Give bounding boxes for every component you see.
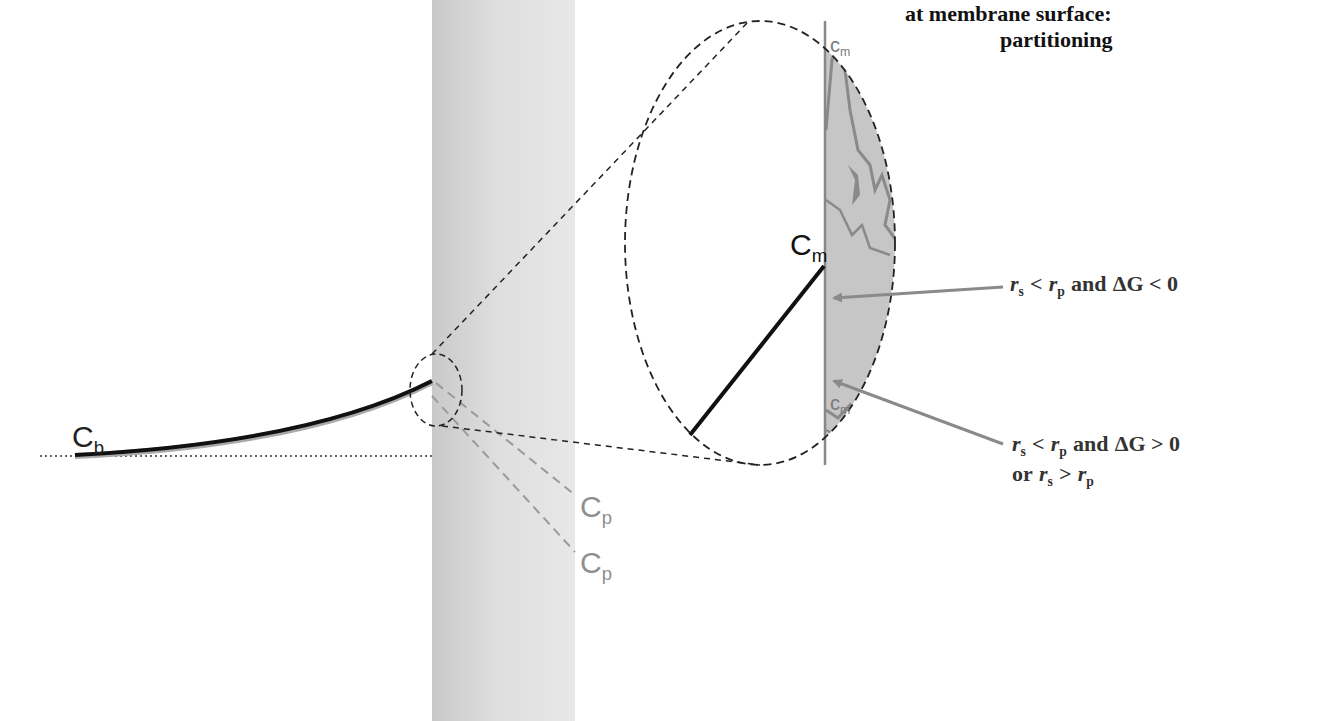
condition-text: ΔG > 0 — [1115, 431, 1180, 456]
heading-group: partitioning — [1000, 28, 1112, 52]
zoom-line — [432, 22, 748, 354]
heading: partitioning — [1000, 27, 1112, 52]
condition-text: < — [1030, 271, 1043, 296]
pointer-arrow — [834, 287, 1003, 298]
condition-text: > — [1059, 461, 1072, 486]
condition-text: r — [1012, 431, 1021, 456]
condition-text: < — [1032, 431, 1045, 456]
permeate-concentration: p — [602, 507, 612, 528]
condition-text: ΔG < 0 — [1113, 271, 1178, 296]
curve-shadow — [75, 382, 432, 456]
condition-text: and — [1073, 431, 1108, 456]
membrane-concentration-group: Cm — [790, 228, 827, 266]
permeate-concentration: C — [580, 490, 602, 523]
pointer-arrow — [834, 381, 1003, 444]
condition-text: p — [1059, 444, 1067, 459]
heading: at membrane surface: — [905, 1, 1112, 26]
local-concentration: m — [840, 45, 850, 59]
bulk-concentration: C — [72, 420, 94, 453]
membrane-concentration: C — [790, 228, 812, 261]
condition-text: s — [1021, 444, 1026, 459]
condition-text: r — [1039, 461, 1048, 486]
condition-text: r — [1078, 461, 1087, 486]
heading-group: at membrane surface: — [905, 2, 1112, 26]
permeate-concentration-group: Cp — [580, 546, 612, 584]
membrane-surface — [824, 21, 827, 465]
local-concentration-group: cm — [830, 34, 850, 60]
condition-text: p — [1057, 284, 1065, 299]
condition-text: r — [1010, 271, 1019, 296]
concentration-curve — [75, 381, 432, 455]
bulk-concentration: b — [94, 437, 104, 458]
zoom-line — [442, 426, 760, 465]
condition-text-group: rs<rpandΔG < 0 — [1010, 272, 1178, 299]
permeate-concentration: p — [602, 563, 612, 584]
condition-text-group: orrs>rp — [1012, 462, 1094, 489]
permeate-concentration-group: Cp — [580, 490, 612, 528]
condition-text-group: rs<rpandΔG > 0 — [1012, 432, 1180, 459]
local-concentration-group: cm — [830, 392, 850, 418]
condition-text: or — [1012, 461, 1033, 486]
local-concentration: m — [840, 403, 850, 417]
zoom-circle-small — [410, 354, 462, 426]
condition-text: r — [1049, 271, 1058, 296]
membrane-concentration: m — [812, 245, 828, 266]
condition-text: s — [1047, 474, 1052, 489]
condition-text: s — [1019, 284, 1024, 299]
bulk-concentration-group: Cb — [72, 420, 104, 458]
permeate-concentration: C — [580, 546, 602, 579]
condition-text: p — [1086, 474, 1094, 489]
membrane — [432, 0, 575, 721]
condition-text: and — [1071, 271, 1106, 296]
permeate-line — [432, 396, 575, 552]
surface-region — [825, 0, 915, 480]
local-concentration: c — [830, 392, 840, 414]
zoom-circle — [625, 21, 895, 465]
concentration-line — [690, 266, 824, 435]
condition-text: r — [1051, 431, 1060, 456]
local-concentration: c — [830, 34, 840, 56]
